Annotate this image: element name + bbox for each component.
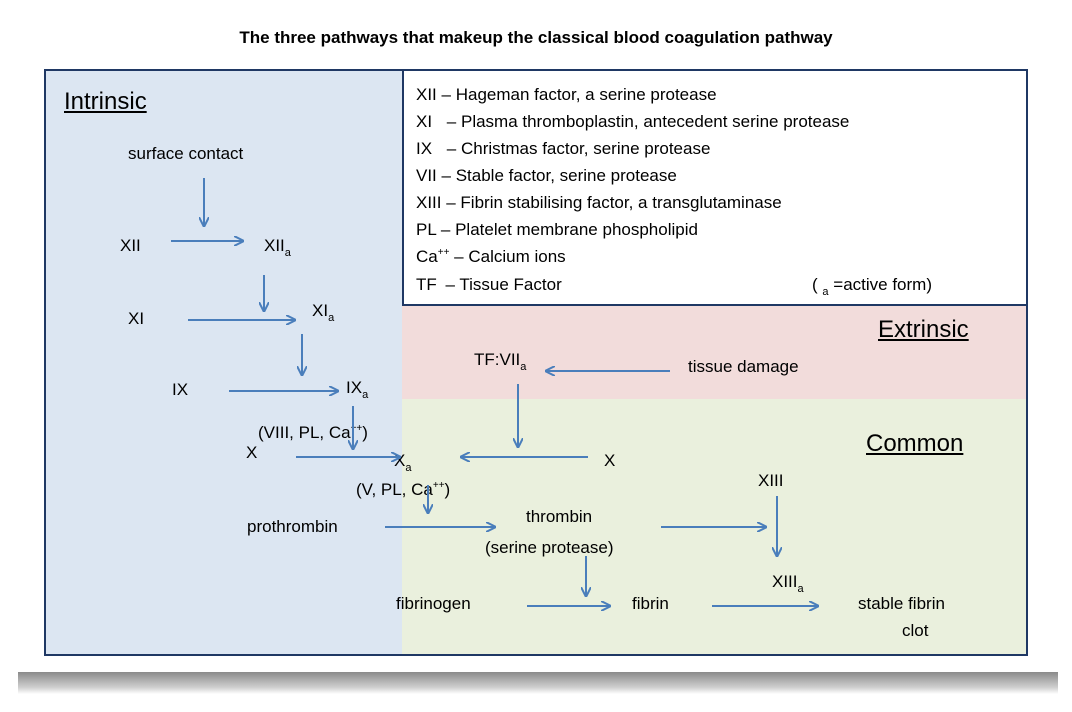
legend-text: – Plasma thromboplastin, antecedent seri…	[446, 112, 850, 131]
factor-xiii-label: XIII	[758, 471, 784, 490]
legend-code: XI	[416, 112, 433, 131]
legend-item: IX – Christmas factor, serine protease	[416, 139, 710, 159]
extrinsic-region	[402, 306, 1026, 399]
factor-x-extrinsic-label: X	[604, 451, 616, 470]
thrombin-note-label: (serine protease)	[485, 538, 614, 557]
tissue-damage-label: tissue damage	[688, 357, 799, 376]
legend-superscript: ++	[437, 247, 450, 258]
legend-item: PL – Platelet membrane phospholipid	[416, 220, 698, 240]
legend-code: TF	[416, 275, 437, 294]
legend-box: XII – Hageman factor, a serine protease …	[402, 69, 1028, 306]
factor-xiia-label: XIIa	[264, 236, 291, 259]
fibrin-label: fibrin	[632, 594, 669, 613]
intrinsic-heading: Intrinsic	[64, 88, 147, 115]
factor-x-intrinsic-label: X	[246, 443, 258, 462]
legend-text: – Hageman factor, a serine protease	[441, 85, 717, 104]
factor-xia-label: XIa	[312, 301, 335, 324]
legend-code: Ca	[416, 247, 438, 266]
stable-fibrin-clot-label-line2: clot	[902, 621, 929, 640]
factor-xi-label: XI	[128, 309, 145, 328]
legend-note-sub: a	[822, 286, 829, 298]
legend-text: – Fibrin stabilising factor, a transglut…	[446, 193, 782, 212]
legend-item: XI – Plasma thromboplastin, antecedent s…	[416, 112, 849, 132]
tf-viia-label: TF:VIIa	[474, 350, 527, 373]
legend-code: IX	[416, 139, 433, 158]
diagram-title: The three pathways that makeup the class…	[239, 28, 833, 47]
legend-code: VII	[416, 166, 437, 185]
legend-code: XIII	[416, 193, 442, 212]
legend-text: – Tissue Factor	[445, 275, 562, 294]
fibrinogen-label: fibrinogen	[396, 594, 471, 613]
factor-xiiia-label: XIIIa	[772, 572, 804, 595]
legend-text: – Calcium ions	[454, 247, 566, 266]
legend-item: TF – Tissue Factor	[416, 275, 562, 295]
extrinsic-heading: Extrinsic	[878, 316, 969, 343]
legend-note: ( a =active form)	[812, 275, 932, 298]
legend-note-text: =active form)	[833, 275, 932, 294]
intrinsic-region-lower	[46, 482, 279, 654]
legend-item: Ca++ – Calcium ions	[416, 247, 566, 267]
cofactors-v-label: (V, PL, Ca++)	[356, 480, 451, 499]
cofactors-viii-label: (VIII, PL, Ca++)	[258, 423, 368, 442]
drop-shadow	[18, 672, 1058, 694]
surface-contact-label: surface contact	[128, 144, 244, 163]
legend-text: – Stable factor, serine protease	[441, 166, 677, 185]
legend-item: XIII – Fibrin stabilising factor, a tran…	[416, 193, 782, 213]
stable-fibrin-clot-label: stable fibrin	[858, 594, 945, 613]
legend-item: XII – Hageman factor, a serine protease	[416, 85, 717, 105]
legend-item: VII – Stable factor, serine protease	[416, 166, 677, 186]
factor-ixa-label: IXa	[346, 378, 369, 401]
legend-text: – Platelet membrane phospholipid	[440, 220, 698, 239]
common-heading: Common	[866, 430, 964, 457]
legend-code: XII	[416, 85, 437, 104]
factor-xii-label: XII	[120, 236, 141, 255]
prothrombin-label: prothrombin	[247, 517, 338, 536]
legend-text: – Christmas factor, serine protease	[446, 139, 711, 158]
thrombin-label: thrombin	[526, 507, 593, 526]
legend-code: PL	[416, 220, 437, 239]
factor-ix-label: IX	[172, 380, 189, 399]
